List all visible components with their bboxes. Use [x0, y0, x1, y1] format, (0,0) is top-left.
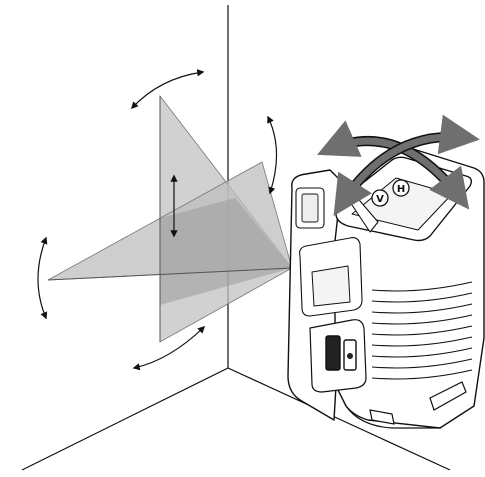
- grip-rib: [371, 358, 473, 369]
- laser-aperture-inner: [301, 193, 319, 223]
- floor-line-right: [227, 367, 451, 471]
- device-base-line: [345, 405, 440, 429]
- device-feet: [345, 381, 467, 429]
- grip-rib: [371, 303, 473, 314]
- grip-rib: [371, 347, 473, 358]
- rotation-arrows: [317, 114, 480, 217]
- plane-overlap: [160, 198, 292, 305]
- grip-rib: [371, 314, 473, 325]
- battery-latch-icon: [347, 353, 353, 359]
- device-foot-left: [369, 409, 395, 425]
- grip-rib: [371, 336, 473, 347]
- grip-rib: [371, 281, 473, 292]
- top-curved-arrow-icon: [131, 69, 205, 110]
- device-display-window: [311, 265, 351, 307]
- rotation-arrow-right-fill: [336, 133, 472, 210]
- horizontal-laser-line: [47, 267, 293, 281]
- power-switch: [325, 335, 341, 371]
- grip-rib: [371, 292, 473, 303]
- right-curved-arrow-icon: [267, 115, 278, 195]
- adjustment-arrows: [37, 69, 278, 371]
- grip-rib: [371, 325, 473, 336]
- button-horizontal[interactable]: H: [392, 179, 410, 197]
- laser-planes: [47, 94, 293, 343]
- bottom-curved-arrow-icon: [132, 325, 206, 371]
- button-vertical[interactable]: V: [371, 189, 389, 207]
- grip-rib: [371, 369, 473, 380]
- floor-line-left: [21, 367, 229, 471]
- device-grip-ribs: [371, 281, 473, 380]
- device-foot-right: [429, 381, 467, 411]
- button-horizontal-label: H: [397, 184, 405, 195]
- button-vertical-label: V: [376, 194, 384, 205]
- left-curved-arrow-icon: [37, 236, 48, 320]
